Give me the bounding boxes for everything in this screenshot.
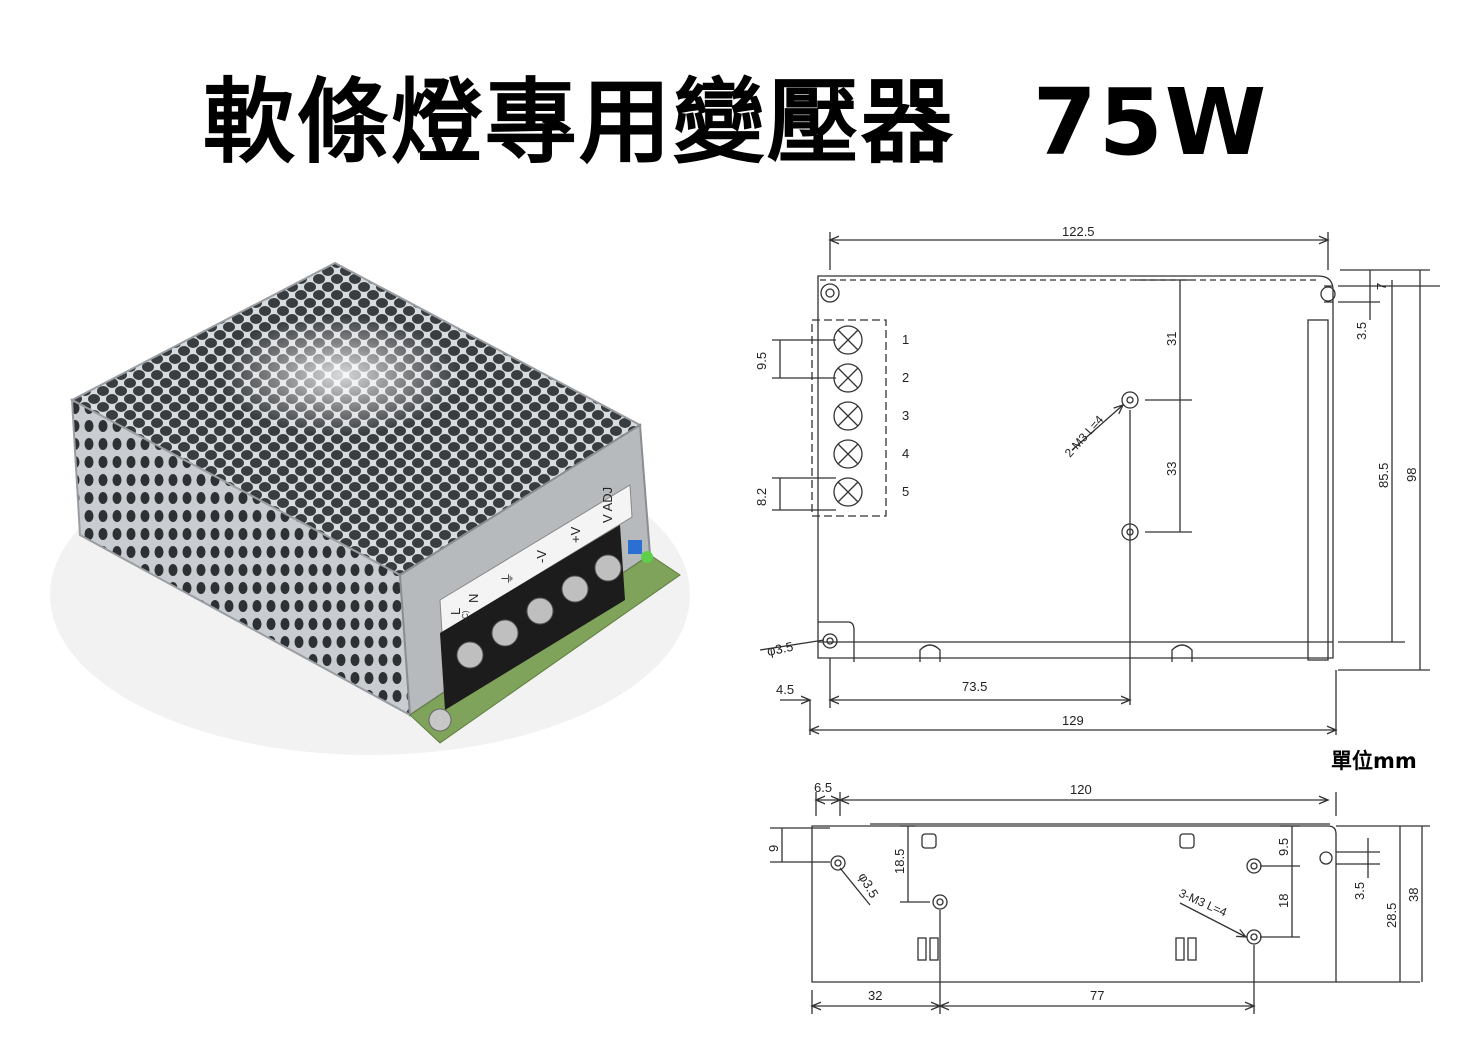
side-dim-width: 120 bbox=[1070, 782, 1092, 797]
side-dim-mount-top: 18.5 bbox=[892, 849, 907, 874]
title-wattage: 75W bbox=[1032, 69, 1269, 176]
terminal-number-1: 1 bbox=[902, 332, 909, 347]
terminal-number-3: 3 bbox=[902, 408, 909, 423]
adjust-pot bbox=[628, 540, 642, 554]
mount-hole-upper bbox=[1121, 391, 1139, 409]
slot-top-right bbox=[1324, 285, 1333, 303]
unit-note: 單位mm bbox=[1331, 749, 1417, 773]
terminal-screws bbox=[833, 325, 863, 507]
side-view-outline bbox=[811, 825, 1337, 983]
side-dim-hole-dia: φ3.5 bbox=[855, 870, 881, 900]
side-dim-slot-size: 3.5 bbox=[1352, 882, 1367, 900]
photo-label-vadj: V ADJ bbox=[600, 487, 615, 523]
dim-left-offset: 4.5 bbox=[776, 682, 794, 697]
side-dim-offset-left: 6.5 bbox=[814, 780, 832, 795]
page-title: 軟條燈專用變壓器 75W bbox=[0, 48, 1471, 181]
dim-width-upper: 122.5 bbox=[1062, 224, 1095, 239]
dim-terminal-pitch: 9.5 bbox=[754, 352, 769, 370]
side-dim-hole-top: 9 bbox=[766, 845, 781, 852]
dim-terminal-offset: 8.2 bbox=[754, 488, 769, 506]
top-left-hole bbox=[820, 283, 840, 303]
photo-label-n: N bbox=[466, 594, 481, 603]
photo-label-minus-v: -V bbox=[534, 550, 549, 563]
photo-label-l: L bbox=[448, 608, 463, 615]
dim-mount-top: 31 bbox=[1164, 332, 1179, 346]
dim-slot-offset: 7 bbox=[1374, 283, 1389, 290]
power-led bbox=[641, 551, 653, 563]
side-mount-left bbox=[932, 894, 948, 910]
photo-label-plus-v: +V bbox=[568, 526, 583, 543]
power-supply-photo: L N ⏚ -V +V V ADJ (AC) bbox=[50, 261, 690, 755]
side-dim-height-total: 38 bbox=[1406, 888, 1421, 902]
side-dim-height-inner: 28.5 bbox=[1384, 903, 1399, 928]
terminal-number-5: 5 bbox=[902, 484, 909, 499]
terminal-block-outline bbox=[811, 319, 887, 517]
photo-label-ground: ⏚ bbox=[500, 572, 515, 585]
side-dim-mount-gap: 18 bbox=[1276, 894, 1291, 908]
side-mount-right-lower bbox=[1246, 929, 1262, 945]
side-dim-mid: 77 bbox=[1090, 988, 1104, 1003]
terminal-screws bbox=[456, 554, 622, 669]
title-name: 軟條燈專用變壓器 bbox=[202, 69, 955, 176]
top-view bbox=[759, 232, 1440, 735]
dimension-drawing: 122.5 9.5 8.2 1 2 3 4 5 31 33 2-M3 L=4 7… bbox=[754, 224, 1440, 1014]
dim-height-inner: 85.5 bbox=[1376, 463, 1391, 488]
dim-slot-size: 3.5 bbox=[1354, 322, 1369, 340]
photo-label-ac: (AC) bbox=[461, 610, 470, 627]
side-slot-right bbox=[1319, 851, 1333, 865]
side-rail bbox=[1307, 319, 1329, 661]
dim-hole-to-mount: 73.5 bbox=[962, 679, 987, 694]
bottom-left-hole bbox=[822, 633, 838, 649]
top-view-outline bbox=[817, 275, 1334, 659]
dim-width-total: 129 bbox=[1062, 713, 1084, 728]
dim-hole-dia: φ3.5 bbox=[766, 639, 795, 659]
side-dim-mount-top-right: 9.5 bbox=[1276, 838, 1291, 856]
terminal-number-2: 2 bbox=[902, 370, 909, 385]
side-mount-right-upper bbox=[1246, 858, 1262, 874]
mount-screw bbox=[428, 708, 452, 732]
side-view bbox=[770, 792, 1430, 1014]
dim-mount-gap: 33 bbox=[1164, 462, 1179, 476]
dim-height-total: 98 bbox=[1404, 468, 1419, 482]
mount-label-top: 2-M3 L=4 bbox=[1062, 412, 1107, 460]
terminal-number-4: 4 bbox=[902, 446, 909, 461]
side-dim-left: 32 bbox=[868, 988, 882, 1003]
side-hole-left bbox=[830, 855, 846, 871]
terminal-label-strip bbox=[439, 484, 633, 634]
